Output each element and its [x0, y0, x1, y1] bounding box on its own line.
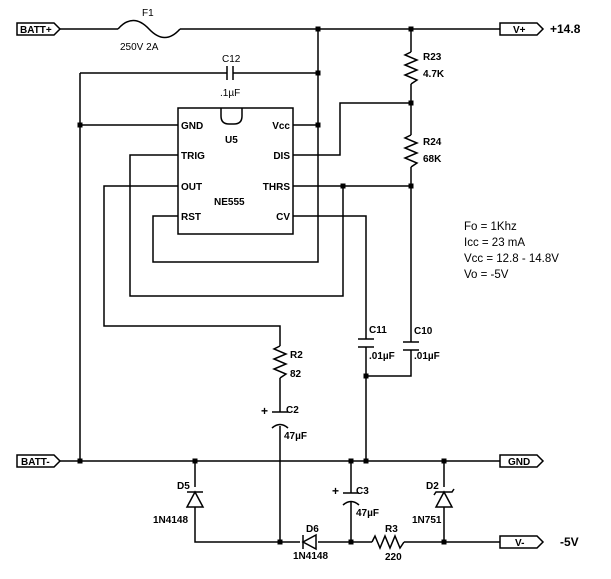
r24-ref: R24: [423, 137, 442, 148]
port-batt-plus: BATT+: [16, 22, 62, 36]
junction-dot: [408, 100, 414, 106]
d2-ref: D2: [426, 481, 439, 492]
resistor-r24: R24 68K: [403, 134, 442, 168]
port-v-minus: V- -5V: [499, 535, 579, 549]
spec-notes: Fo = 1Khz Icc = 23 mA Vcc = 12.8 - 14.8V…: [464, 221, 559, 281]
pin-rst: RST: [181, 212, 201, 223]
junction-dot: [441, 458, 447, 464]
f1-ref: F1: [142, 8, 154, 19]
junction-dot: [315, 26, 321, 32]
r23-value: 4.7K: [423, 69, 445, 80]
c11-ref: C11: [369, 325, 387, 336]
pin-dis: DIS: [273, 151, 290, 162]
c12-value: .1µF: [220, 88, 240, 99]
capacitor-c3: + C3 47µF: [332, 484, 379, 519]
junction-dot: [408, 26, 414, 32]
wires: [60, 28, 500, 543]
resistor-r23: R23 4.7K: [403, 51, 445, 85]
ic-ref: U5: [225, 135, 238, 146]
junction-dot: [315, 70, 321, 76]
note-vout: Vo = -5V: [464, 269, 509, 281]
note-frequency: Fo = 1Khz: [464, 221, 517, 233]
pin-out: OUT: [181, 182, 202, 193]
zener-d2: D2 1N751: [412, 481, 455, 526]
r23-ref: R23: [423, 52, 442, 63]
pin-vcc: Vcc: [272, 121, 290, 132]
ic-part: NE555: [214, 197, 245, 208]
ic-u5: GND TRIG OUT RST Vcc DIS THRS CV U5 NE55…: [177, 107, 294, 235]
port-gnd-label: GND: [508, 457, 530, 468]
junction-dot: [441, 539, 447, 545]
note-vcc: Vcc = 12.8 - 14.8V: [464, 253, 559, 265]
r2-value: 82: [290, 369, 302, 380]
junction-dots: [77, 26, 447, 545]
port-gnd: GND: [499, 454, 545, 468]
junction-dot: [348, 539, 354, 545]
pin-gnd: GND: [181, 121, 203, 132]
port-v-minus-label: V-: [515, 538, 524, 549]
junction-dot: [77, 458, 83, 464]
v-plus-value: +14.8: [550, 22, 581, 36]
capacitor-c2: + C2 47µF: [261, 404, 307, 442]
c12-ref: C12: [222, 54, 241, 65]
junction-dot: [408, 183, 414, 189]
c2-ref: C2: [286, 405, 299, 416]
d6-ref: D6: [306, 524, 319, 535]
pin-cv: CV: [276, 212, 290, 223]
pin-trig: TRIG: [181, 151, 205, 162]
junction-dot: [348, 458, 354, 464]
resistor-r2: R2 82: [272, 345, 303, 380]
c11-value: .01µF: [369, 351, 395, 362]
d2-value: 1N751: [412, 515, 442, 526]
r2-ref: R2: [290, 350, 303, 361]
c3-ref: C3: [356, 486, 369, 497]
c2-polarity: +: [261, 404, 268, 418]
port-v-plus: V+ +14.8: [499, 22, 581, 36]
r3-ref: R3: [385, 524, 398, 535]
v-minus-value: -5V: [560, 535, 579, 549]
junction-dot: [77, 122, 83, 128]
d6-value: 1N4148: [293, 551, 328, 562]
junction-dot: [340, 183, 346, 189]
junction-dot: [315, 122, 321, 128]
junction-dot: [363, 373, 369, 379]
diode-d6: D6 1N4148: [293, 524, 328, 562]
junction-dot: [192, 458, 198, 464]
capacitor-c10: C10 .01µF: [403, 326, 440, 362]
port-batt-minus: BATT-: [16, 454, 62, 468]
capacitor-c11: C11 .01µF: [358, 325, 395, 362]
note-current: Icc = 23 mA: [464, 237, 525, 249]
c3-value: 47µF: [356, 508, 379, 519]
r24-value: 68K: [423, 154, 442, 165]
c10-ref: C10: [414, 326, 433, 337]
resistor-r3: R3 220: [371, 524, 405, 563]
c3-polarity: +: [332, 484, 339, 498]
c10-value: .01µF: [414, 351, 440, 362]
port-batt-plus-label: BATT+: [20, 25, 52, 36]
fuse-f1: F1 250V 2A: [117, 8, 181, 53]
port-batt-minus-label: BATT-: [21, 457, 50, 468]
junction-dot: [277, 539, 283, 545]
d5-ref: D5: [177, 481, 190, 492]
pin-thrs: THRS: [263, 182, 291, 193]
capacitor-c12: C12 .1µF: [220, 54, 241, 99]
port-v-plus-label: V+: [513, 25, 526, 36]
c2-value: 47µF: [284, 431, 307, 442]
junction-dot: [363, 458, 369, 464]
diode-d5: D5 1N4148: [153, 481, 205, 526]
d5-value: 1N4148: [153, 515, 188, 526]
f1-value: 250V 2A: [120, 42, 159, 53]
r3-value: 220: [385, 552, 402, 563]
